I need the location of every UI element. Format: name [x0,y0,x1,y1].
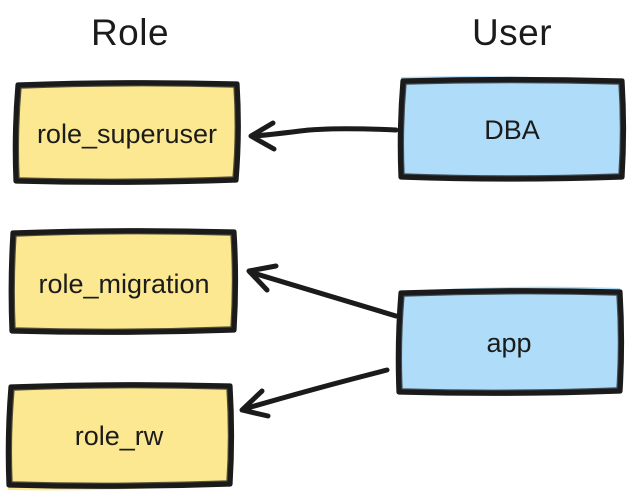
node-app-border-pass2 [398,291,622,393]
node-app-label: app [486,328,531,358]
node-role-rw-label: role_rw [75,421,164,451]
node-role-superuser-fill [15,82,239,183]
node-dba-border-pass2 [400,79,624,179]
node-role-rw-border [5,382,235,489]
node-role-superuser-border-pass2 [15,83,238,182]
node-role-rw-border-pass2 [8,385,232,486]
node-app-border [395,288,625,396]
node-app: app [395,286,625,396]
arrow-dba-to-role-superuser-line [251,126,399,139]
arrow-app-to-role-migration-line [247,269,399,319]
arrow-dba-to-role-superuser [248,120,399,152]
arrow-app-to-role-rw-head [239,388,271,419]
arrow-app-to-role-migration [246,263,399,319]
node-role-rw-fill [8,384,230,491]
arrow-app-to-role-rw-line [241,367,390,412]
node-dba-border [397,76,627,182]
node-dba-fill-inner [400,79,624,179]
arrow-app-to-role-rw [239,367,390,419]
node-dba: DBA [397,76,627,182]
node-role-migration-fill [11,230,236,333]
node-role-migration-label: role_migration [38,269,209,299]
column-heading-user: User [472,12,552,53]
node-dba-label: DBA [484,115,540,145]
node-app-fill-inner [398,290,622,394]
node-role-migration: role_migration [8,228,239,335]
node-role-rw: role_rw [5,382,235,491]
node-role-superuser-label: role_superuser [37,119,217,149]
node-role-superuser: role_superuser [12,80,241,185]
column-heading-role: Role [91,12,169,53]
node-role-superuser-border [12,80,241,185]
node-role-migration-border-pass2 [11,231,236,332]
arrow-dba-to-role-superuser-head [248,120,277,152]
arrow-app-to-role-migration-head [246,263,279,293]
node-role-migration-border [8,228,239,335]
